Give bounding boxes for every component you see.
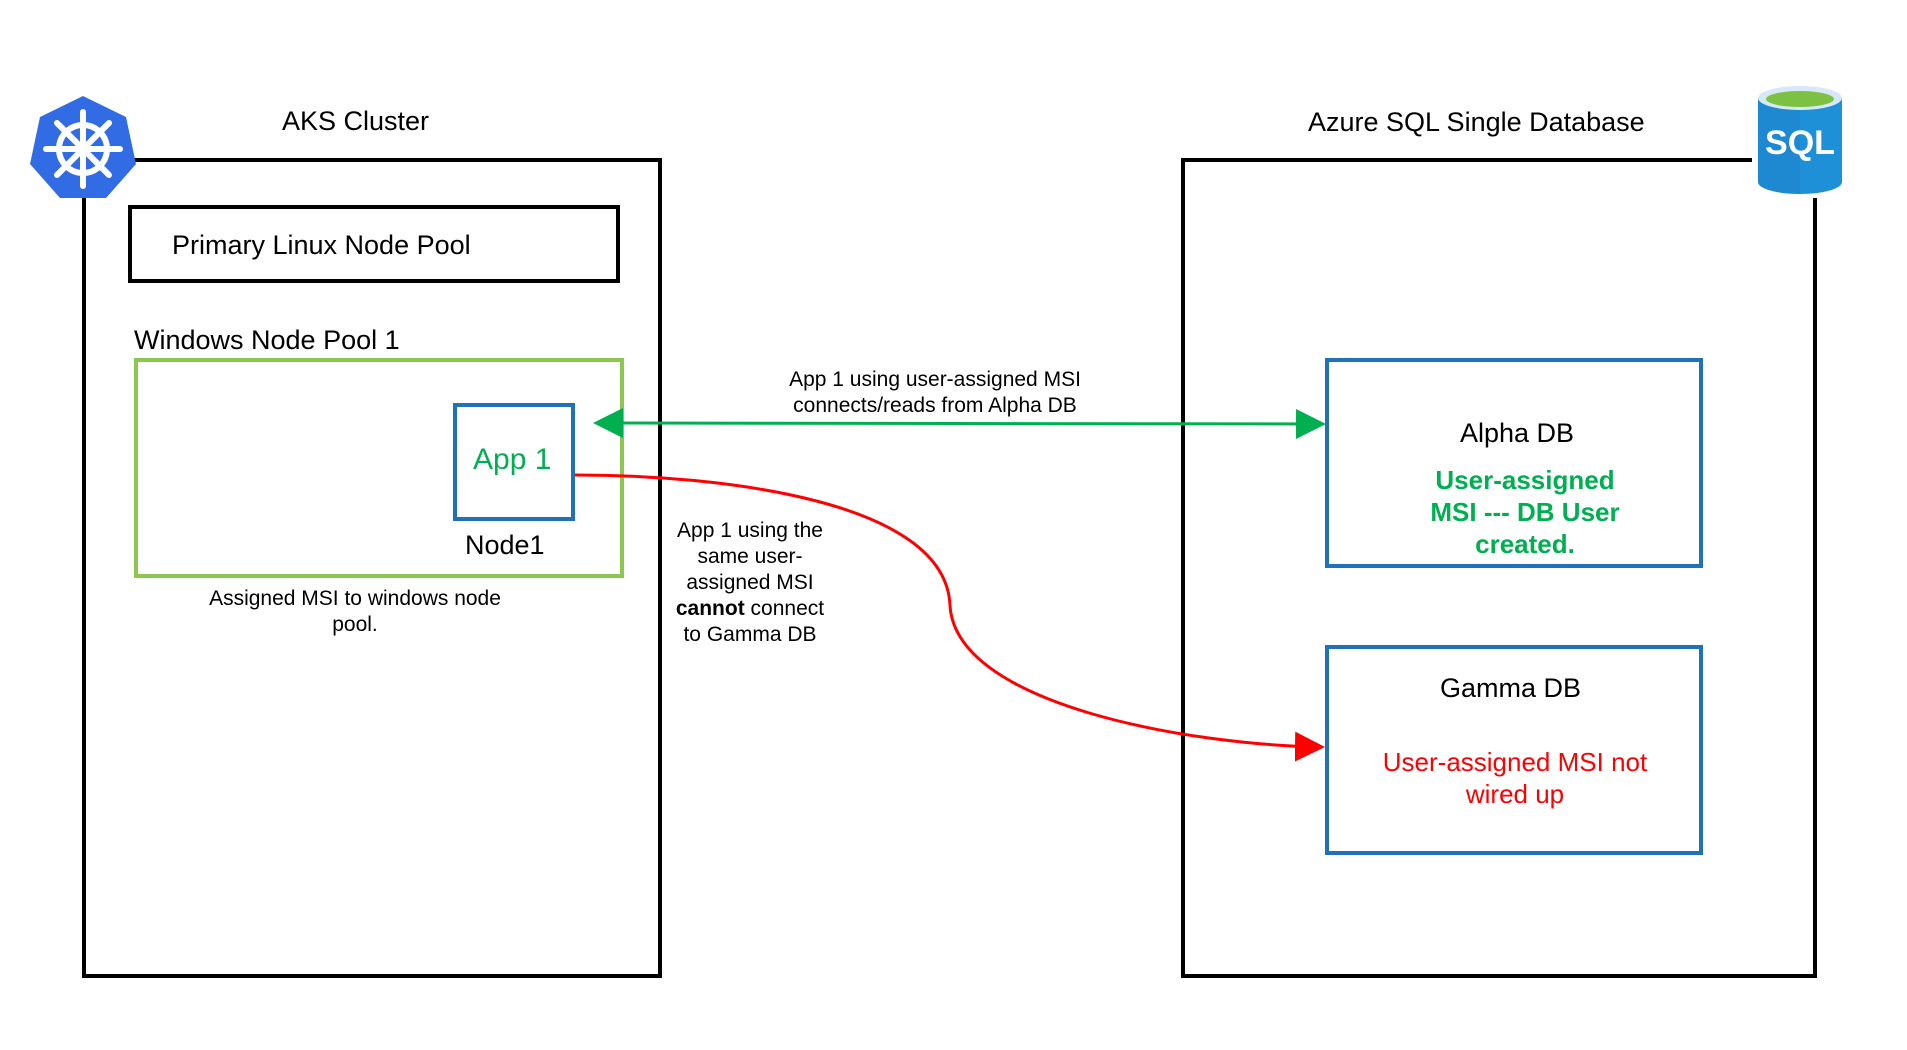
app1-box — [453, 403, 575, 521]
sql-server-title: Azure SQL Single Database — [1308, 107, 1645, 138]
alpha-connection-label: App 1 using user-assigned MSI connects/r… — [789, 368, 1081, 417]
linux-node-pool-box — [128, 205, 620, 283]
gamma-db-status: User-assigned MSI not wired up — [1382, 747, 1648, 809]
app1-label: App 1 — [473, 443, 552, 476]
cannot-emphasis: cannot — [675, 597, 745, 620]
gamma-db-title: Gamma DB — [1440, 673, 1582, 703]
gamma-connection-label: App 1 using the same user- assigned MSI … — [675, 519, 825, 646]
alpha-connection-arrow — [593, 408, 1326, 439]
windows-node-pool-label: Windows Node Pool 1 — [134, 325, 400, 355]
assigned-msi-note: Assigned MSI to windows node pool. — [209, 587, 501, 636]
kubernetes-icon — [28, 92, 138, 202]
sql-server-box — [1181, 158, 1817, 978]
node1-label: Node1 — [465, 530, 545, 560]
linux-node-pool-label: Primary Linux Node Pool — [172, 230, 471, 260]
sql-icon-text: SQL — [1765, 124, 1835, 162]
windows-node-pool-box — [134, 358, 624, 578]
alpha-db-status: User-assigned MSI --- DB User created. — [1430, 465, 1620, 559]
gamma-db-box — [1325, 645, 1703, 855]
aks-cluster-box — [82, 158, 662, 978]
alpha-db-title: Alpha DB — [1460, 418, 1575, 448]
alpha-db-box — [1325, 358, 1703, 568]
gamma-connection-arrow — [574, 473, 1325, 762]
aks-cluster-title: AKS Cluster — [282, 106, 430, 136]
sql-database-icon: SQL — [1752, 82, 1848, 198]
